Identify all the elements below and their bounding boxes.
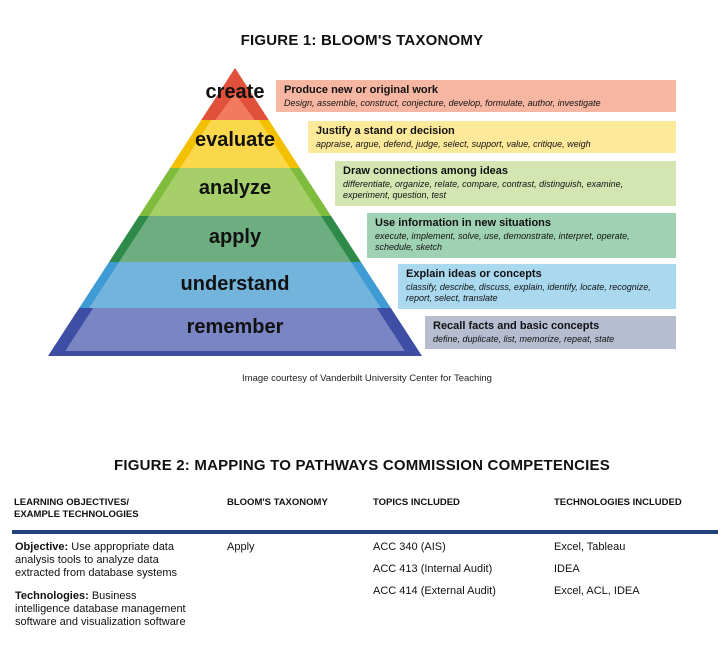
objective-label: Objective: [15,541,69,553]
table-header-technologies: TECHNOLOGIES INCLUDED [554,497,682,508]
level-box-analyze: Draw connections among ideas differentiat… [335,161,676,206]
pyramid-band-understand [89,262,381,308]
pyramid-label-create: create [206,81,265,103]
technologies-cell: Technologies: Business intelligence data… [15,590,187,629]
topic-item: ACC 340 (AIS) [373,541,446,553]
level-heading: Draw connections among ideas [343,165,509,177]
pyramid-band-create [215,93,255,120]
level-verbs: classify, describe, discuss, explain, id… [406,282,651,303]
objective-text: Use appropriate data analysis tools to a… [15,541,178,579]
image-credit: Image courtesy of Vanderbilt University … [242,373,492,384]
table-header-rule [12,530,718,534]
topic-item: ACC 413 (Internal Audit) [373,563,493,575]
pyramid-label-analyze: analyze [199,177,271,199]
pyramid-band-apply [119,216,351,262]
figure1-title: FIGURE 1: BLOOM'S TAXONOMY [240,32,484,49]
level-heading: Explain ideas or concepts [406,268,542,280]
pyramid-label-apply: apply [209,226,262,248]
header-line: EXAMPLE TECHNOLOGIES [14,509,139,520]
pyramid-band-analyze [148,168,322,216]
level-verbs: appraise, argue, defend, judge, select, … [316,139,591,149]
header-line: LEARNING OBJECTIVES/ [14,497,130,508]
technologies-label: Technologies: [15,590,89,602]
technology-item: Excel, Tableau [554,541,626,553]
pyramid-label-evaluate: evaluate [195,129,275,151]
technology-item: Excel, ACL, IDEA [554,585,640,597]
level-box-understand: Explain ideas or concepts classify, descr… [398,264,676,309]
technologies-text: Business intelligence database managemen… [15,590,186,628]
level-heading: Use information in new situations [375,217,552,229]
technology-item: IDEA [554,563,580,575]
level-heading: Recall facts and basic concepts [433,320,600,332]
level-verbs: Design, assemble, construct, conjecture,… [284,98,601,108]
pyramid-label-understand: understand [181,273,290,295]
topic-item: ACC 414 (External Audit) [373,585,496,597]
table-header-topics: TOPICS INCLUDED [373,497,460,508]
level-box-apply: Use information in new situations execute… [367,213,676,258]
level-heading: Produce new or original work [284,84,439,96]
level-verbs: define, duplicate, list, memorize, repea… [433,334,615,344]
table-header-objectives: LEARNING OBJECTIVES/ EXAMPLE TECHNOLOGIE… [14,497,139,521]
figure2-title: FIGURE 2: MAPPING TO PATHWAYS COMMISSION… [114,457,610,474]
level-box-remember: Recall facts and basic concepts define, d… [425,316,676,349]
bloom-pyramid: create evaluate analyze apply understand reme… [48,68,422,356]
objective-cell: Objective: Use appropriate data analysis… [15,541,187,580]
level-box-evaluate: Justify a stand or decision appraise, arg… [308,121,676,153]
table-header-bloom: BLOOM'S TAXONOMY [227,497,328,508]
pyramid-band-evaluate [180,120,290,168]
pyramid-band-remember [65,308,405,351]
level-heading: Justify a stand or decision [316,125,455,137]
bloom-cell: Apply [227,541,255,553]
pyramid-label-remember: remember [187,316,284,338]
level-verbs: differentiate, organize, relate, compare… [343,179,624,200]
level-verbs: execute, implement, solve, use, demonstr… [375,231,630,252]
